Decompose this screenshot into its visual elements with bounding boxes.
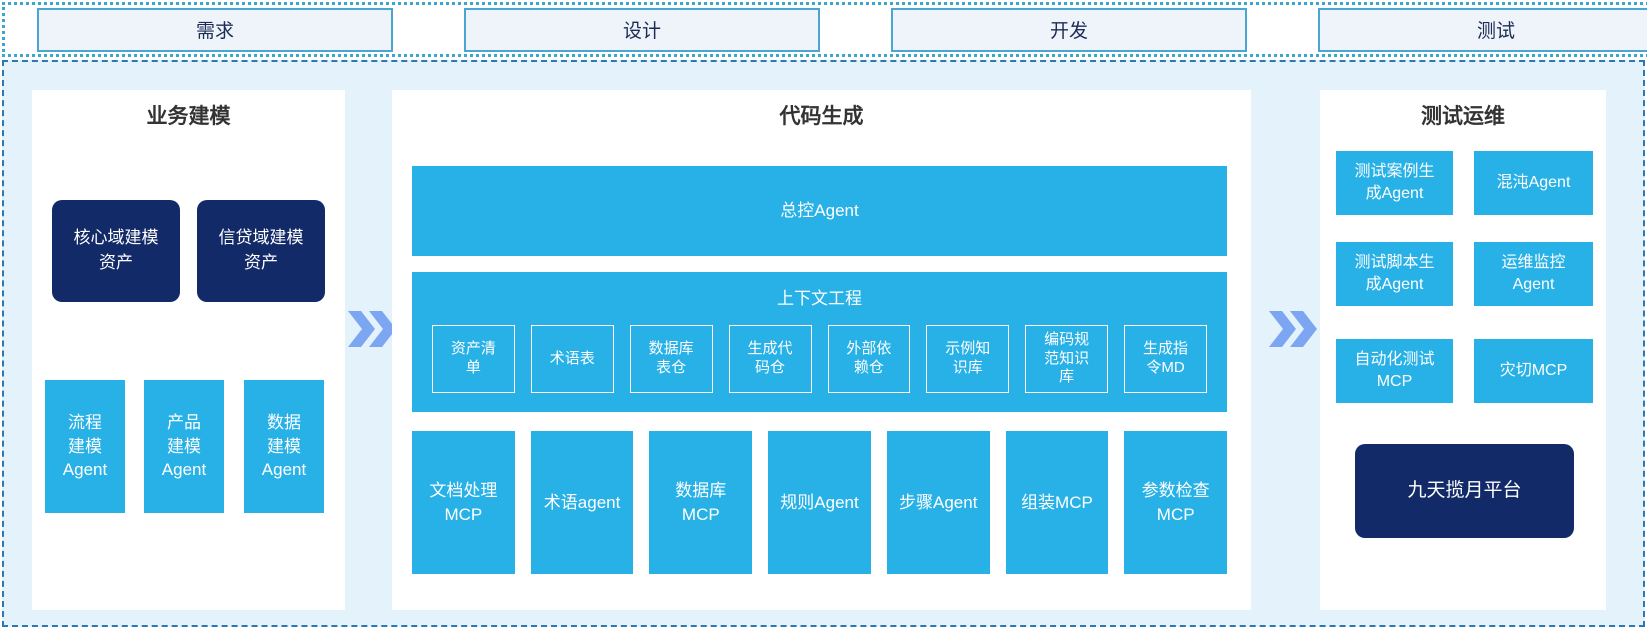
testops-box-test-script-generation-agent: 测试脚本生 成Agent xyxy=(1336,242,1453,306)
tool-box-terminology-agent: 术语agent xyxy=(530,431,634,574)
asset-box-credit-domain: 信贷域建模 资产 xyxy=(197,200,325,302)
context-item-db-table-repo: 数据库 表仓 xyxy=(629,325,713,393)
phase-strip: 需求 设计 开发 测试 xyxy=(2,2,1647,57)
chevron-double-right-icon xyxy=(348,311,396,347)
master-control-agent-bar: 总控Agent xyxy=(412,166,1227,256)
context-item-generate-instruction-md: 生成指 令MD xyxy=(1124,325,1207,393)
testops-box-ops-monitoring-agent: 运维监控 Agent xyxy=(1474,242,1593,306)
context-item-example-knowledge-base: 示例知 识库 xyxy=(926,325,1010,393)
phase-box-development: 开发 xyxy=(891,7,1247,52)
context-item-generated-code-repo: 生成代 码仓 xyxy=(728,325,812,393)
platform-box-jiutian-lanyue: 九天揽月平台 xyxy=(1355,444,1574,538)
panel-test-ops: 测试运维 测试案例生 成Agent 混沌Agent 测试脚本生 成Agent 运… xyxy=(1320,90,1606,610)
tool-box-rule-agent: 规则Agent xyxy=(768,431,871,574)
chevron-double-right-icon xyxy=(1269,311,1317,347)
tool-box-document-processing-mcp: 文档处理 MCP xyxy=(412,431,515,574)
phase-box-testing: 测试 xyxy=(1318,7,1647,52)
testops-box-chaos-agent: 混沌Agent xyxy=(1474,151,1593,215)
main-container: 业务建模 核心域建模 资产 信贷域建模 资产 流程 建模 Agent 产品 建模… xyxy=(2,60,1645,627)
phase-box-requirements: 需求 xyxy=(37,7,393,52)
testops-box-disaster-switch-mcp: 灾切MCP xyxy=(1474,339,1593,403)
tool-box-assembly-mcp: 组装MCP xyxy=(1005,431,1109,574)
testops-box-test-case-generation-agent: 测试案例生 成Agent xyxy=(1336,151,1453,215)
agent-box-product-modeling: 产品 建模 Agent xyxy=(144,380,224,513)
context-item-glossary: 术语表 xyxy=(530,325,614,393)
context-engineering-title: 上下文工程 xyxy=(777,289,862,308)
context-engineering-box: 上下文工程 资产清 单 术语表 数据库 表仓 生成代 码仓 外部依 赖仓 示例知… xyxy=(412,272,1227,412)
panel-code-generation: 代码生成 总控Agent 上下文工程 资产清 单 术语表 数据库 表仓 生成代 … xyxy=(392,90,1251,610)
tools-row: 文档处理 MCP 术语agent 数据库 MCP 规则Agent 步骤Agent… xyxy=(412,431,1228,574)
panel-title-code-generation: 代码生成 xyxy=(779,105,864,128)
phase-box-design: 设计 xyxy=(464,7,820,52)
context-item-coding-standard-knowledge-base: 编码规 范知识 库 xyxy=(1025,325,1109,393)
panel-title-business-modeling: 业务建模 xyxy=(146,105,231,128)
agent-box-process-modeling: 流程 建模 Agent xyxy=(45,380,125,513)
context-item-external-dependency-repo: 外部依 赖仓 xyxy=(827,325,911,393)
panel-title-test-ops: 测试运维 xyxy=(1421,105,1505,128)
panel-business-modeling: 业务建模 核心域建模 资产 信贷域建模 资产 流程 建模 Agent 产品 建模… xyxy=(32,90,345,610)
agent-box-data-modeling: 数据 建模 Agent xyxy=(244,380,324,513)
tool-box-parameter-check-mcp: 参数检查 MCP xyxy=(1124,431,1228,574)
tool-box-step-agent: 步骤Agent xyxy=(886,431,990,574)
testops-box-automated-test-mcp: 自动化测试 MCP xyxy=(1336,339,1453,403)
context-items-row: 资产清 单 术语表 数据库 表仓 生成代 码仓 外部依 赖仓 示例知 识库 编码… xyxy=(432,325,1207,393)
tool-box-database-mcp: 数据库 MCP xyxy=(649,431,753,574)
asset-box-core-domain: 核心域建模 资产 xyxy=(52,200,180,302)
context-item-asset-inventory: 资产清 单 xyxy=(432,325,515,393)
